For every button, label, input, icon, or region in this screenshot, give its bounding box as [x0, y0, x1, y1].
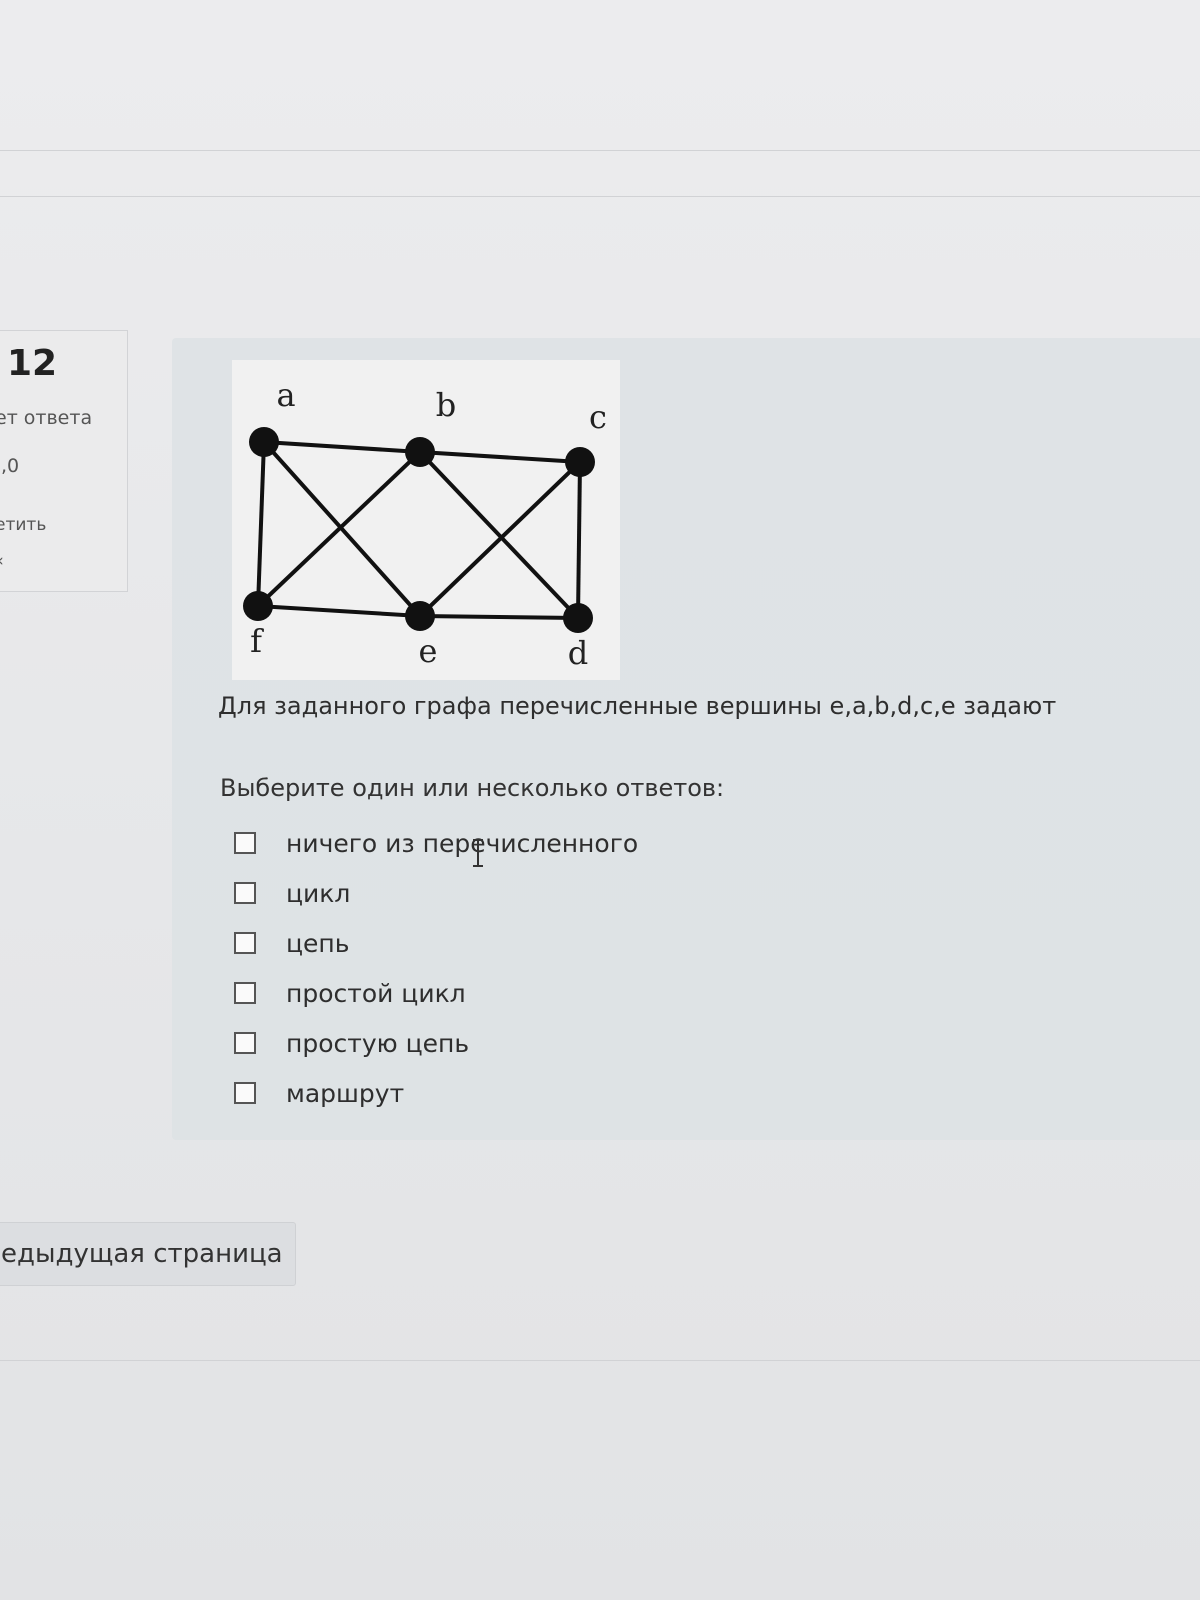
graph-edge-bd	[418, 450, 580, 620]
graph-vertex-label-d: d	[568, 634, 588, 672]
graph-vertex-c	[565, 447, 595, 477]
answer-checkbox[interactable]	[234, 1082, 256, 1104]
graph-vertex-label-e: e	[419, 632, 438, 670]
answer-checkbox[interactable]	[234, 832, 256, 854]
text-cursor-icon	[473, 839, 483, 867]
answer-checkbox[interactable]	[234, 982, 256, 1004]
footer-divider	[0, 1360, 1200, 1361]
answer-option[interactable]: простую цепь	[234, 1018, 638, 1068]
graph-vertex-f	[243, 591, 273, 621]
graph-edge-fe	[257, 604, 421, 618]
graph-edge-ed	[419, 614, 579, 620]
graph-vertex-d	[563, 603, 593, 633]
previous-page-button[interactable]: едыдущая страница	[0, 1222, 296, 1286]
answer-checkbox[interactable]	[234, 1032, 256, 1054]
answer-option[interactable]: цепь	[234, 918, 638, 968]
graph-diagram: a b c d e f	[243, 376, 607, 672]
graph-edge-cd	[576, 461, 582, 619]
answer-checkbox[interactable]	[234, 932, 256, 954]
answer-label: цикл	[286, 878, 351, 908]
graph-edge-ab	[263, 440, 421, 454]
question-number: 12	[7, 343, 58, 384]
graph-vertex-label-b: b	[436, 386, 456, 424]
graph-vertex-label-a: a	[276, 376, 295, 414]
answer-checkbox[interactable]	[234, 882, 256, 904]
graph-edge-fb	[256, 450, 422, 608]
question-status: ет ответа	[0, 407, 93, 429]
graph-vertex-e	[405, 601, 435, 631]
graph-vertex-a	[249, 427, 279, 457]
graph-vertex-label-f: f	[250, 622, 264, 660]
answer-option[interactable]: простой цикл	[234, 968, 638, 1018]
graph-edge-af	[256, 441, 266, 607]
graph-image: a b c d e f	[232, 360, 620, 680]
answer-label: простой цикл	[286, 978, 466, 1008]
question-text: Для заданного графа перечисленные вершин…	[218, 692, 1057, 720]
flag-question-link[interactable]: етить	[0, 515, 47, 535]
answer-list: ничего из перечисленного цикл цепь прост…	[234, 818, 638, 1118]
answer-label: простую цепь	[286, 1028, 470, 1058]
answers-prompt: Выберите один или несколько ответов:	[220, 774, 725, 802]
edit-icon: ‹	[0, 551, 4, 571]
question-info-panel: 12 ет ответа ,0 етить ‹	[0, 330, 128, 592]
answer-option[interactable]: ничего из перечисленного	[234, 818, 638, 868]
answer-label: цепь	[286, 928, 350, 958]
answer-option[interactable]: маршрут	[234, 1068, 638, 1118]
graph-edge-ec	[418, 460, 582, 618]
header-divider	[0, 150, 1200, 151]
answer-label: маршрут	[286, 1078, 405, 1108]
graph-vertex-label-c: c	[589, 398, 607, 436]
question-max-mark: ,0	[1, 455, 20, 477]
answer-label: ничего из перечисленного	[286, 828, 639, 858]
graph-vertex-b	[405, 437, 435, 467]
graph-edge-bc	[419, 450, 581, 464]
graph-edge-ae	[262, 440, 422, 618]
header-divider-lower	[0, 196, 1200, 197]
answer-option[interactable]: цикл	[234, 868, 638, 918]
